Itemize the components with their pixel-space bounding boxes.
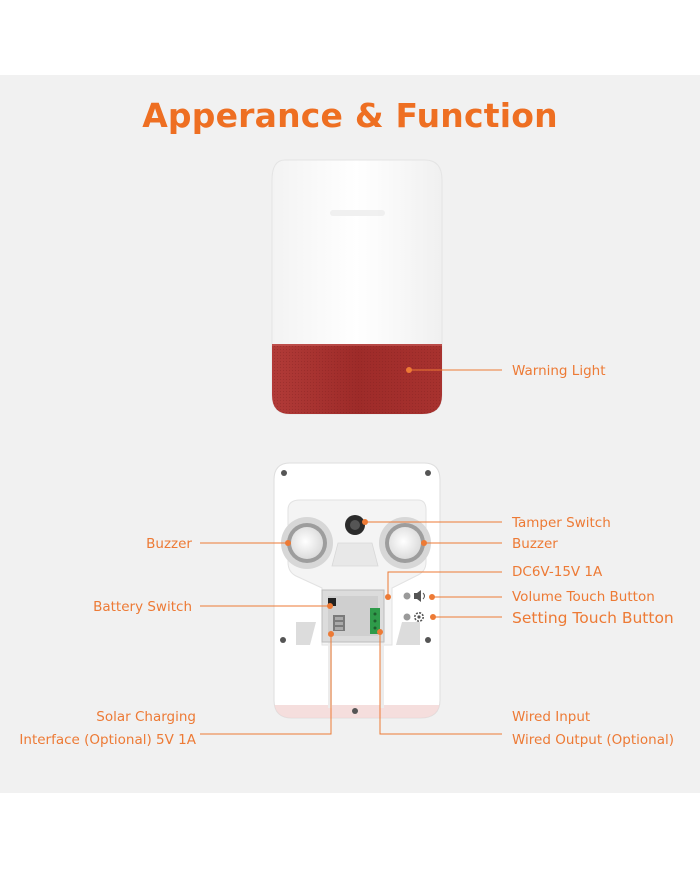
label-wired-output: Wired Output (Optional) (512, 732, 675, 748)
label-dc-input: DC6V-15V 1A (512, 564, 603, 580)
warning-light-cover (271, 159, 443, 415)
label-buzzer-left: Buzzer (146, 536, 192, 552)
label-solar-line1: Solar Charging (96, 709, 196, 725)
label-wired-input: Wired Input (512, 709, 591, 725)
label-tamper-switch: Tamper Switch (512, 515, 611, 531)
buzzer-left-part (281, 517, 333, 569)
tamper-switch-part (345, 515, 365, 535)
leader-lines (200, 369, 502, 735)
speaker-icon (403, 590, 425, 602)
gear-icon (403, 611, 424, 622)
label-warning-light: Warning Light (512, 363, 606, 379)
label-buzzer-right: Buzzer (512, 536, 558, 552)
buzzer-right-part (379, 517, 431, 569)
label-solar-line2: Interface (Optional) 5V 1A (19, 732, 196, 748)
label-battery-switch: Battery Switch (93, 599, 192, 615)
page-title: Apperance & Function (142, 96, 558, 135)
label-setting-button: Setting Touch Button (512, 609, 674, 627)
leader-dots (285, 367, 436, 637)
battery-compartment (321, 589, 385, 643)
label-volume-button: Volume Touch Button (512, 589, 655, 605)
